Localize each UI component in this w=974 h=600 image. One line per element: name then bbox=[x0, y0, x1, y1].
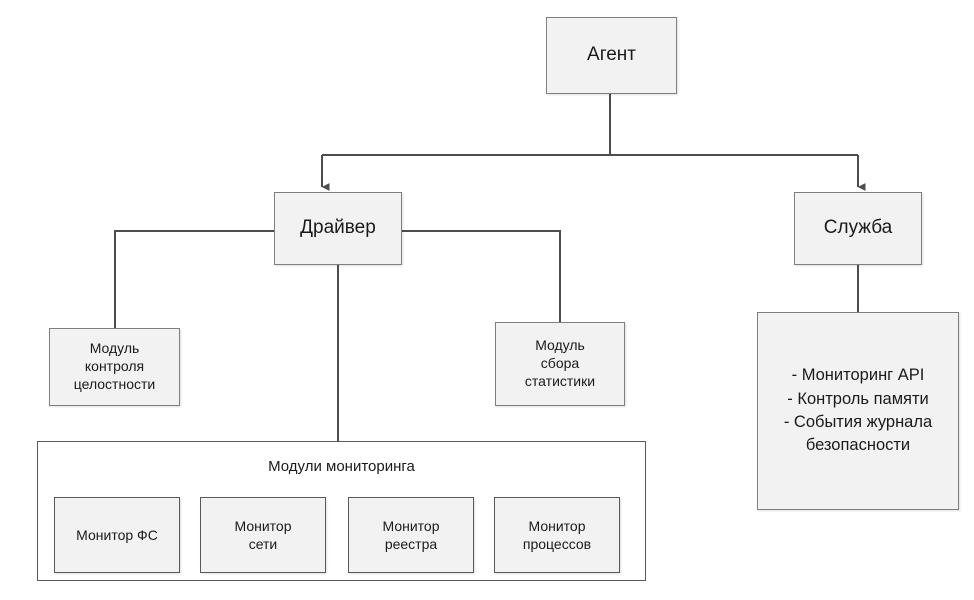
node-monitor-fs[interactable]: Монитор ФС bbox=[54, 497, 180, 573]
node-agent-label: Агент bbox=[587, 44, 636, 66]
node-monitor-processes[interactable]: Монитор процессов bbox=[494, 497, 620, 573]
node-integrity-control-module[interactable]: Модуль контроля целостности bbox=[49, 328, 180, 406]
node-monitor-network-label: Монитор сети bbox=[234, 517, 292, 552]
node-monitor-processes-label: Монитор процессов bbox=[522, 517, 592, 552]
connector-driver-to-stats bbox=[402, 230, 561, 322]
node-service-label: Служба bbox=[823, 217, 893, 239]
connector-driver-to-integrity bbox=[114, 230, 274, 328]
node-statistics-collection-module[interactable]: Модуль сбора статистики bbox=[495, 322, 625, 406]
node-monitor-network[interactable]: Монитор сети bbox=[200, 497, 326, 573]
node-service[interactable]: Служба bbox=[794, 192, 922, 265]
node-statistics-collection-module-label: Модуль сбора статистики bbox=[524, 337, 596, 389]
node-monitor-fs-label: Монитор ФС bbox=[76, 526, 158, 543]
node-driver-label: Драйвер bbox=[300, 217, 376, 239]
node-service-details[interactable]: - Мониторинг API - Контроль памяти - Соб… bbox=[757, 312, 959, 510]
node-monitor-registry-label: Монитор реестра bbox=[382, 517, 440, 552]
group-monitoring-modules-title: Модули мониторинга bbox=[268, 458, 415, 475]
node-integrity-control-module-label: Модуль контроля целостности bbox=[73, 340, 156, 392]
node-driver[interactable]: Драйвер bbox=[274, 192, 402, 265]
node-monitor-registry[interactable]: Монитор реестра bbox=[348, 497, 474, 573]
node-service-details-label: - Мониторинг API - Контроль памяти - Соб… bbox=[783, 366, 933, 455]
node-agent[interactable]: Агент bbox=[546, 17, 677, 94]
